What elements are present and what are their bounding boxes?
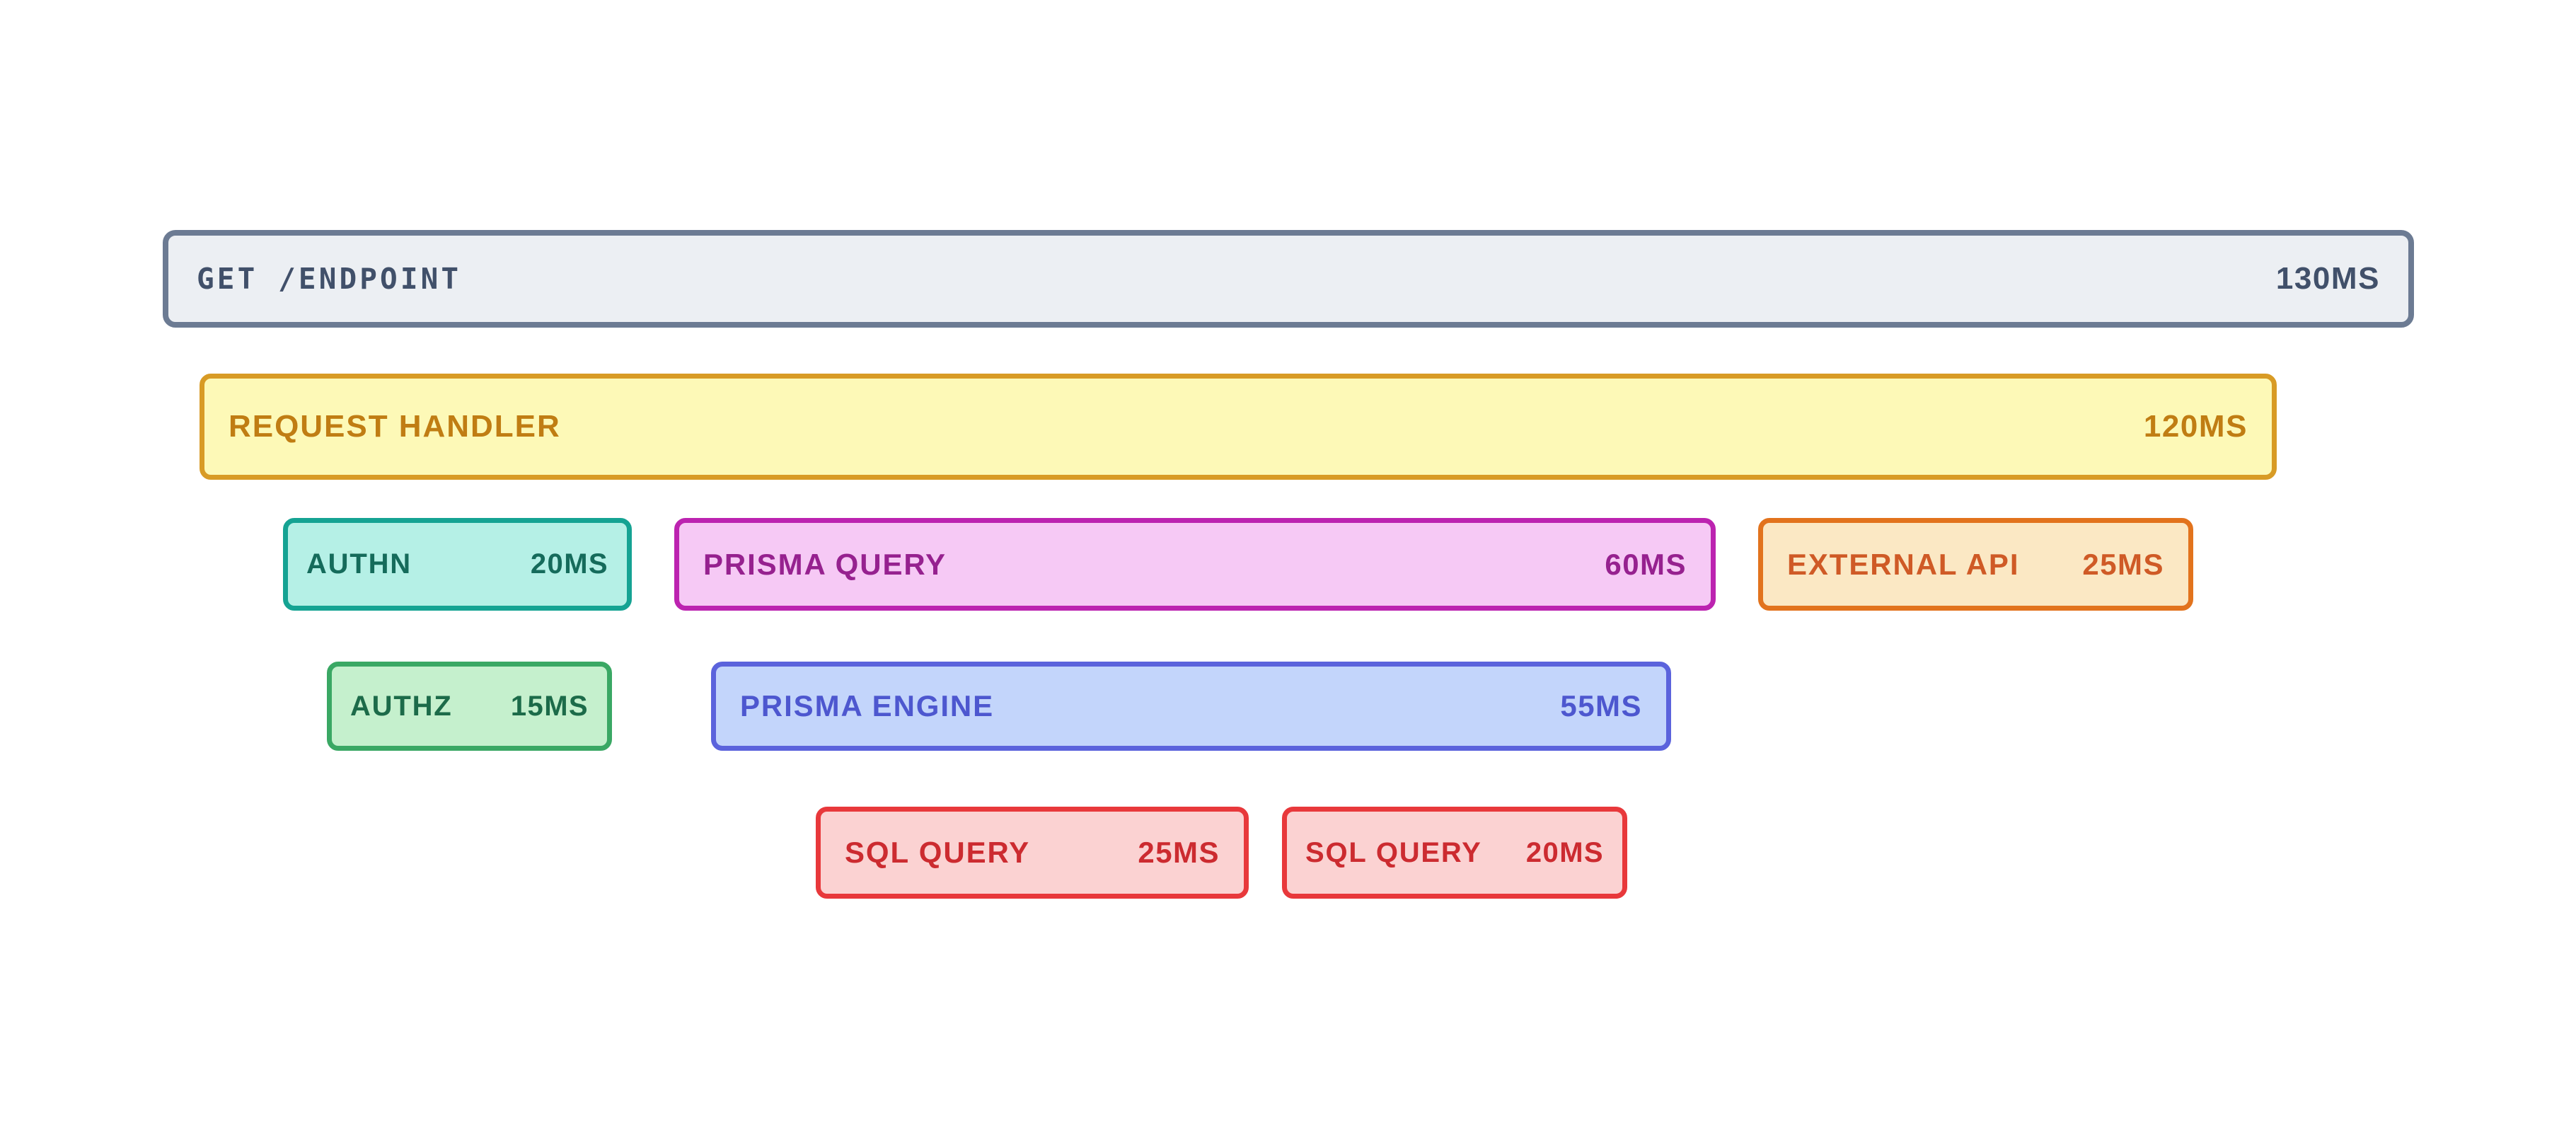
prisma-engine-span[interactable]: PRISMA ENGINE 55MS — [711, 662, 1671, 751]
span-duration: 130MS — [2275, 261, 2380, 296]
sql-query-span[interactable]: SQL QUERY 20MS — [1282, 807, 1627, 899]
request-handler-span[interactable]: REQUEST HANDLER 120MS — [200, 374, 2277, 480]
authn-span[interactable]: AUTHN 20MS — [283, 518, 632, 611]
external-api-span[interactable]: EXTERNAL API 25MS — [1758, 518, 2193, 611]
sql-query-span[interactable]: SQL QUERY 25MS — [816, 807, 1249, 899]
span-duration: 25MS — [2082, 547, 2164, 581]
span-label: AUTHN — [306, 548, 412, 580]
prisma-query-span[interactable]: PRISMA QUERY 60MS — [674, 518, 1716, 611]
span-duration: 25MS — [1138, 836, 1220, 869]
span-label: AUTHZ — [350, 690, 453, 722]
span-label: PRISMA ENGINE — [740, 689, 995, 722]
span-duration: 120MS — [2143, 409, 2248, 444]
span-duration: 55MS — [1560, 689, 1642, 722]
span-label: SQL QUERY — [845, 836, 1031, 869]
span-duration: 60MS — [1605, 547, 1687, 581]
span-duration: 20MS — [1525, 836, 1604, 868]
span-label: EXTERNAL API — [1787, 547, 2020, 581]
span-label: PRISMA QUERY — [703, 547, 947, 581]
span-label: SQL QUERY — [1305, 836, 1482, 868]
span-duration: 20MS — [530, 548, 608, 580]
span-label: GET /ENDPOINT — [197, 262, 462, 296]
authz-span[interactable]: AUTHZ 15MS — [327, 662, 612, 751]
span-duration: 15MS — [510, 690, 589, 722]
span-label: REQUEST HANDLER — [229, 409, 561, 444]
root-span[interactable]: GET /ENDPOINT 130MS — [163, 230, 2414, 328]
